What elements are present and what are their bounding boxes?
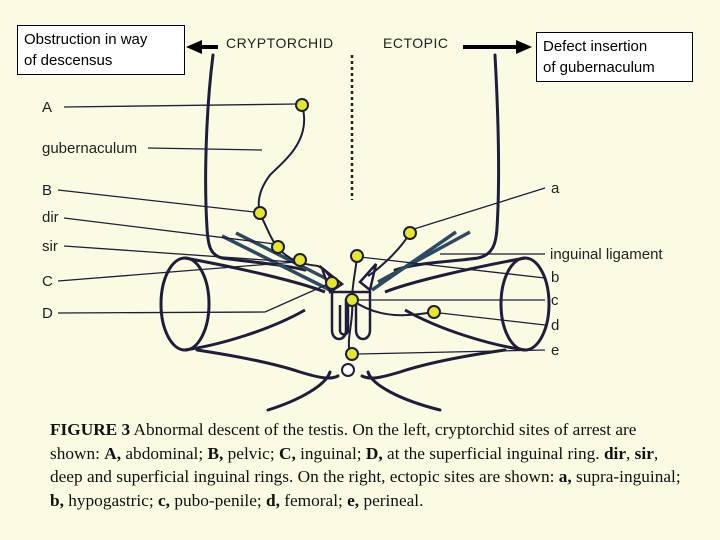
caption-B-text: pelvic; — [223, 443, 279, 463]
caption-comma: , — [626, 443, 635, 463]
caption-d: d, — [266, 490, 280, 510]
site-d-dot — [427, 305, 441, 319]
caption-a-text: supra-inguinal; — [571, 467, 681, 486]
site-A-dot — [295, 98, 309, 112]
label-C: C — [42, 273, 53, 290]
site-dots — [253, 98, 441, 377]
callout-defect-insertion: Defect insertion of gubernaculum — [536, 32, 693, 82]
label-B: B — [42, 182, 52, 199]
label-e: e — [551, 342, 559, 359]
caption-A: A, — [104, 443, 122, 463]
caption-C: C, — [278, 443, 296, 463]
label-c: c — [551, 292, 559, 309]
inguinal-ligaments — [221, 230, 471, 292]
caption-c-text: pubo-penile; — [170, 490, 266, 510]
label-gubernaculum: gubernaculum — [42, 140, 137, 157]
caption-sir: sir — [634, 443, 654, 463]
label-dir: dir — [42, 209, 59, 226]
anus-circle — [341, 363, 355, 377]
header-cryptorchid: CRYPTORCHID — [226, 35, 334, 51]
site-B-dot — [253, 206, 267, 220]
left-thigh — [159, 256, 326, 352]
caption-rings: , deep and superficial inguinal rings. O… — [50, 443, 659, 487]
label-A: A — [42, 99, 52, 116]
caption-D-text: at the superficial inguinal ring. — [382, 443, 604, 463]
header-ectopic: ECTOPIC — [383, 35, 448, 51]
caption-b: b, — [50, 490, 64, 510]
figure-caption: FIGURE 3 Abnormal descent of the testis.… — [50, 418, 690, 512]
caption-d-text: femoral; — [279, 490, 348, 510]
label-inguinal-ligament: inguinal ligament — [550, 246, 663, 263]
caption-title: Abnormal descent of the testis. On the l… — [50, 420, 637, 463]
caption-c: c, — [158, 490, 171, 510]
caption-A-text: abdominal; — [121, 443, 208, 463]
caption-b-text: hypogastric; — [63, 490, 159, 510]
site-b-dot — [350, 249, 364, 263]
header-arrows — [186, 40, 532, 54]
caption-figure-label: FIGURE 3 — [50, 420, 131, 439]
leader-lines — [57, 103, 546, 355]
label-a: a — [551, 180, 560, 197]
caption-C-text: inguinal; — [295, 443, 366, 463]
site-e-dot — [345, 347, 359, 361]
label-b: b — [551, 269, 559, 286]
label-D: D — [42, 305, 53, 322]
site-C-dot — [325, 276, 339, 290]
caption-e-text: perineal. — [359, 490, 424, 510]
site-a-dot — [403, 226, 417, 240]
caption-dir: dir — [603, 443, 627, 463]
caption-a: a, — [558, 467, 572, 486]
caption-B: B, — [207, 443, 224, 463]
body-outline — [195, 53, 507, 412]
cryptorchid-path — [257, 104, 335, 293]
callout-obstruction: Obstruction in way of descensus — [17, 25, 185, 75]
label-sir: sir — [42, 238, 58, 255]
label-d: d — [551, 317, 559, 334]
site-dir-dot — [271, 240, 285, 254]
caption-e: e, — [347, 490, 360, 510]
site-sir-dot — [293, 253, 307, 267]
right-thigh — [384, 256, 551, 352]
caption-D: D, — [365, 443, 383, 463]
site-c-dot — [345, 293, 359, 307]
